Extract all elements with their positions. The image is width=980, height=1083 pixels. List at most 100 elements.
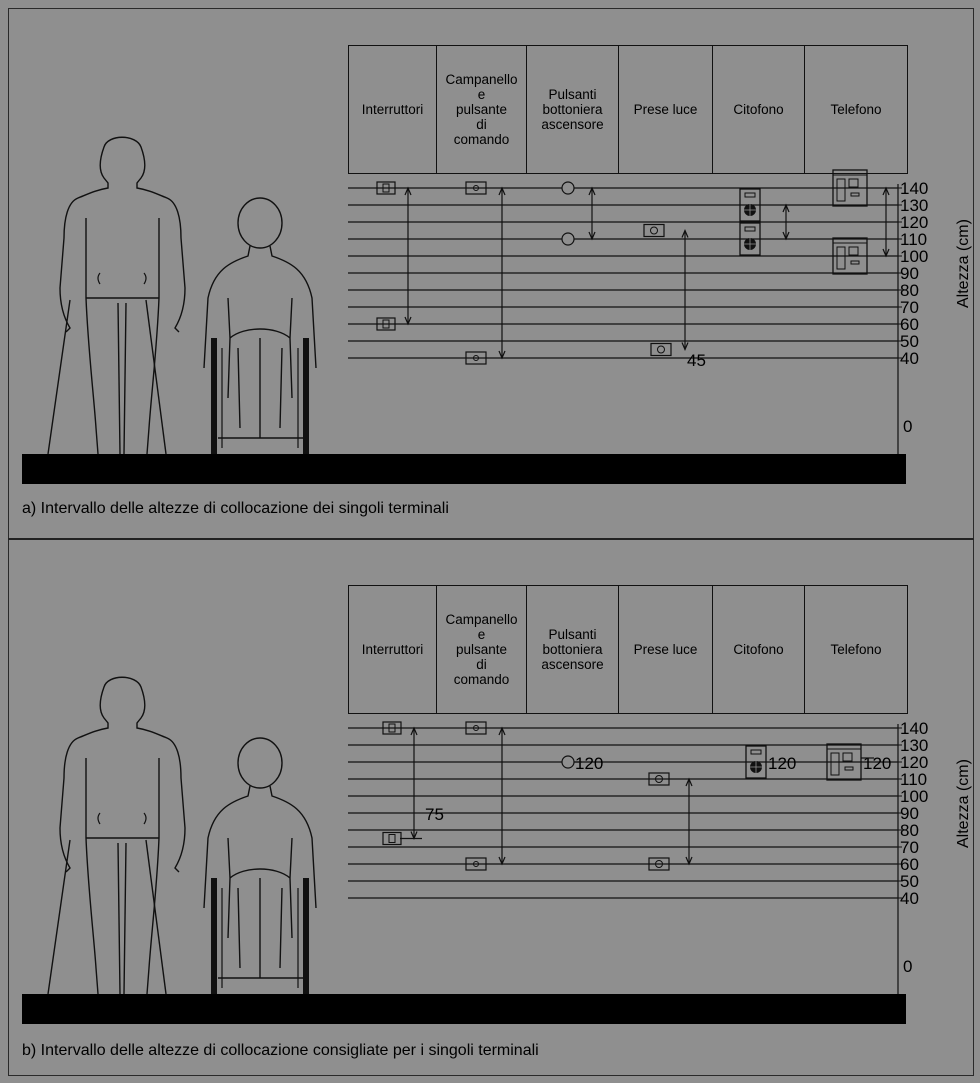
col-citofono: Citofono <box>713 46 805 173</box>
y-tick: 110 <box>900 770 927 789</box>
caption-a: a) Intervallo delle altezze di collocazi… <box>22 500 449 517</box>
panel-a: Interruttori Campanello e pulsante di co… <box>8 8 974 538</box>
height-gridlines <box>348 724 902 994</box>
arrow-head <box>882 186 890 196</box>
panel-b-drawing: 140 130 120 110 100 90 80 70 60 50 40 0 … <box>22 676 972 1024</box>
y-tick: 50 <box>900 332 919 351</box>
arrow-head <box>498 726 506 736</box>
wheelchair-user-head <box>237 197 283 249</box>
y-tick: 60 <box>900 315 919 334</box>
telephone-slot <box>844 766 854 771</box>
switch-toggle <box>382 319 390 329</box>
arrow-head <box>685 777 693 787</box>
bell-button-dot <box>473 355 479 361</box>
bell-button-symbol <box>465 181 487 195</box>
col-telefono: Telefono <box>830 642 882 657</box>
y-tick: 80 <box>900 821 919 840</box>
telephone-symbol <box>832 237 868 275</box>
arrow-head <box>498 856 506 866</box>
col-interruttori: Interruttori <box>349 46 437 173</box>
telephone-display <box>848 178 859 188</box>
crutch-right <box>145 839 167 995</box>
col-campanello: Campanello e pulsante di comando <box>437 586 527 713</box>
bell-button-symbol <box>465 351 487 365</box>
arrow-head <box>588 231 596 241</box>
y-tick: 90 <box>900 264 919 283</box>
col-citofono: Citofono <box>713 586 805 713</box>
col-pulsanti: Pulsanti bottoniera ascensore <box>527 586 619 713</box>
y-axis-label: Altezza (cm) <box>955 759 972 848</box>
intercom-symbol <box>745 745 767 779</box>
socket-symbol <box>648 772 670 786</box>
y-tick: 100 <box>900 787 928 806</box>
y-tick: 90 <box>900 804 919 823</box>
y-tick: 130 <box>900 196 928 215</box>
telephone-display <box>848 246 859 256</box>
y-axis-label: Altezza (cm) <box>955 219 972 308</box>
telephone-symbol <box>826 743 862 781</box>
annotation-120: 120 <box>575 754 603 773</box>
caption-b: b) Intervallo delle altezze di collocazi… <box>22 1042 539 1059</box>
standing-person <box>59 676 186 995</box>
height-gridlines <box>348 184 902 454</box>
intercom-symbol <box>739 222 761 256</box>
telephone-handset <box>830 752 840 776</box>
bell-button-dot <box>473 185 479 191</box>
y-tick: 140 <box>900 179 928 198</box>
lift-button-symbol <box>561 232 575 246</box>
y-tick-zero: 0 <box>903 417 912 436</box>
intercom-button <box>744 192 756 198</box>
terminal-symbols <box>376 169 890 365</box>
y-tick: 110 <box>900 230 927 249</box>
switch-toggle <box>382 183 390 193</box>
socket-face <box>650 226 658 235</box>
intercom-symbol <box>739 188 761 222</box>
human-figures <box>47 676 317 995</box>
arrow-head <box>588 186 596 196</box>
arrow-head <box>782 203 790 213</box>
annotation-120: 120 <box>768 754 796 773</box>
wheelchair-user-body <box>203 785 317 979</box>
col-prese-luce: Prese luce <box>619 46 713 173</box>
crutch-left <box>47 299 71 455</box>
arrow-head <box>410 726 418 736</box>
switch-symbol <box>376 181 396 195</box>
socket-symbol <box>650 342 672 357</box>
switch-toggle <box>388 834 396 843</box>
socket-face <box>655 860 663 868</box>
wheelchair-user-body <box>203 245 317 439</box>
arrow-head <box>782 231 790 241</box>
panel-a-drawing: 140 130 120 110 100 90 80 70 60 50 40 0 … <box>22 136 972 484</box>
arrow-head <box>498 186 506 196</box>
col-campanello: Campanello e pulsante di comando <box>437 46 527 173</box>
arrow-head <box>681 228 689 238</box>
telephone-display <box>842 752 853 762</box>
y-tick: 100 <box>900 247 928 266</box>
terminal-columns-header: Interruttori Campanello e pulsante di co… <box>348 45 908 174</box>
bell-button-dot <box>473 861 479 867</box>
floor <box>22 454 906 484</box>
socket-face <box>655 775 663 783</box>
switch-symbol <box>382 721 402 735</box>
bell-button-symbol <box>465 857 487 871</box>
intercom-button <box>750 749 762 755</box>
socket-symbol <box>643 223 665 238</box>
y-tick: 120 <box>900 213 928 232</box>
terminal-symbols <box>382 721 874 871</box>
arrow-head <box>498 350 506 360</box>
y-tick: 70 <box>900 298 919 317</box>
crutch-left <box>47 839 71 995</box>
y-tick: 120 <box>900 753 928 772</box>
y-tick: 70 <box>900 838 919 857</box>
bell-button-symbol <box>465 721 487 735</box>
lift-button-symbol <box>561 755 575 769</box>
telephone-handset <box>836 178 846 202</box>
switch-toggle <box>388 723 396 733</box>
y-tick: 130 <box>900 736 928 755</box>
intercom-button <box>744 226 756 232</box>
telephone-slot <box>850 260 860 265</box>
annotation-45: 45 <box>687 351 706 370</box>
socket-symbol <box>648 857 670 871</box>
panel-b: Interruttori Campanello e pulsante di co… <box>8 548 974 1078</box>
human-figures <box>47 136 317 455</box>
